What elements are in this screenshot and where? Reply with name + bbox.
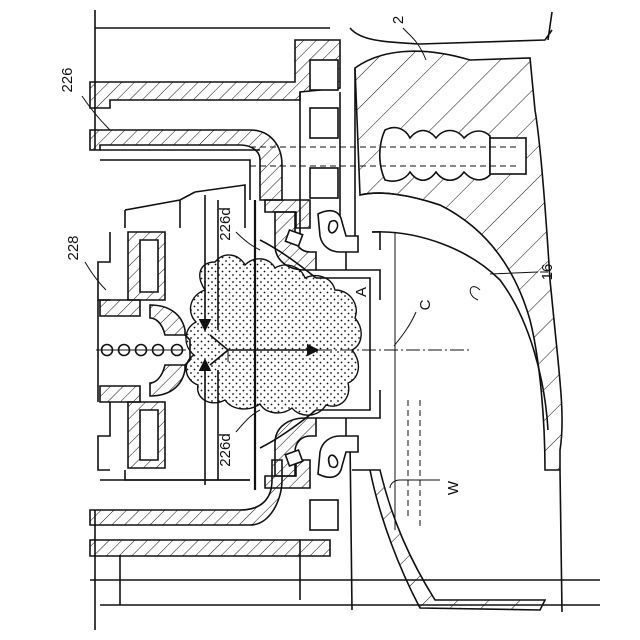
label-ref-2: 2 — [390, 16, 407, 24]
bubble-cloud — [186, 255, 361, 415]
label-ref-228: 228 — [65, 235, 82, 260]
fastener-bolt — [250, 128, 526, 182]
label-ref-226: 226 — [59, 67, 76, 92]
ball-chain — [96, 345, 186, 356]
outer-housing — [350, 12, 562, 612]
label-ref-C: C — [417, 299, 434, 310]
label-ref-A: A — [353, 287, 370, 297]
label-ref-W: W — [445, 480, 462, 495]
label-ref-16: 16 — [539, 264, 556, 281]
label-ref-226d-bottom: 226d — [217, 433, 234, 466]
label-ref-226d-top: 226d — [217, 207, 234, 240]
